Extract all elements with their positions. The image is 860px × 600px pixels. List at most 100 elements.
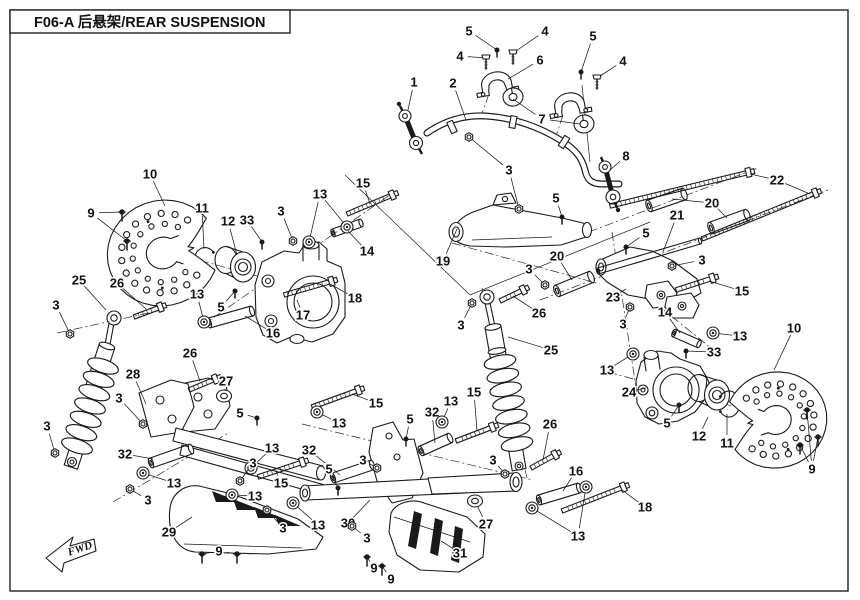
- leader-line: [347, 230, 362, 246]
- callout-label-27: 27: [479, 517, 493, 532]
- callout-label-9: 9: [387, 572, 394, 587]
- nut-glyph: [514, 204, 524, 214]
- leader-line: [407, 89, 413, 111]
- nut-glyph: [467, 298, 477, 308]
- coil-spring: [82, 370, 115, 388]
- leader-line: [636, 387, 647, 391]
- callout-label-13: 13: [313, 187, 327, 202]
- callout-label-3: 3: [505, 163, 512, 178]
- bolt: [700, 191, 815, 242]
- leader-line: [84, 285, 107, 311]
- leader-line: [153, 181, 166, 207]
- nut-glyph: [262, 505, 272, 515]
- callout-label-3: 3: [698, 253, 705, 268]
- leader-line: [708, 280, 735, 290]
- callout-label-14: 14: [360, 244, 375, 259]
- leader-line: [353, 499, 371, 518]
- spacer-tube: [708, 208, 750, 235]
- nut-glyph: [235, 476, 245, 486]
- callout-label-23: 23: [606, 290, 620, 305]
- callout-label-32: 32: [302, 443, 316, 458]
- callout-label-15: 15: [735, 284, 749, 299]
- callout-label-5: 5: [552, 191, 559, 206]
- leader-line: [562, 477, 572, 492]
- callout-label-3: 3: [359, 453, 366, 468]
- leader-line: [510, 177, 520, 210]
- callout-label-7: 7: [538, 112, 545, 127]
- leader-line: [122, 288, 147, 310]
- callout-label-5: 5: [589, 29, 596, 44]
- leader-line: [813, 436, 819, 462]
- skid-plate-left: [168, 485, 324, 555]
- callout-label-17: 17: [296, 308, 310, 323]
- leader-line: [365, 190, 371, 205]
- callout-label-13: 13: [332, 416, 346, 431]
- stabilizer-clamp-right: [549, 92, 593, 119]
- callout-label-15: 15: [274, 476, 288, 491]
- callout-label-18: 18: [638, 500, 652, 515]
- leader-line: [507, 336, 544, 349]
- callout-label-4: 4: [619, 54, 627, 69]
- spacer-tube: [148, 443, 194, 469]
- leader-line: [773, 335, 791, 371]
- stabilizer-link-left: [396, 101, 424, 155]
- callout-label-12: 12: [692, 429, 706, 444]
- stabilizer-bar: [423, 112, 623, 188]
- leader-line: [132, 455, 154, 460]
- callout-label-13: 13: [167, 476, 181, 491]
- spacer-tube: [330, 459, 375, 484]
- spacer-tube: [671, 328, 702, 349]
- leader-line: [308, 201, 319, 243]
- callout-label-5: 5: [406, 412, 413, 427]
- lower-arm-center: [299, 421, 523, 504]
- leader-line: [97, 217, 128, 242]
- callout-label-1: 1: [410, 75, 417, 90]
- callout-label-26: 26: [183, 346, 197, 361]
- leader-line: [560, 262, 573, 281]
- callout-label-33: 33: [240, 213, 254, 228]
- page-title: F06-A 后悬架/REAR SUSPENSION: [34, 14, 266, 31]
- callout-label-6: 6: [536, 53, 543, 68]
- callout-label-9: 9: [87, 206, 94, 221]
- callout-label-13: 13: [733, 329, 747, 344]
- bolt: [345, 193, 392, 217]
- callout-label-3: 3: [619, 317, 626, 332]
- leader-line: [512, 295, 533, 309]
- bolt-glyph: [592, 74, 602, 80]
- leader-line: [229, 228, 238, 256]
- nut-glyph: [288, 236, 298, 246]
- callout-label-2: 2: [449, 76, 456, 91]
- callout-label-31: 31: [453, 546, 467, 561]
- callout-label-5: 5: [217, 300, 224, 315]
- callout-label-3: 3: [43, 419, 50, 434]
- callout-label-15: 15: [467, 385, 481, 400]
- coil-spring: [74, 397, 106, 415]
- bolt: [608, 170, 748, 209]
- callout-label-5: 5: [236, 406, 243, 421]
- callout-label-27: 27: [219, 374, 233, 389]
- coil-spring: [69, 410, 102, 428]
- leader-line: [717, 208, 728, 219]
- callout-label-13: 13: [248, 489, 262, 504]
- nut-glyph: [372, 463, 382, 473]
- bolt: [256, 460, 302, 480]
- callout-label-13: 13: [444, 394, 458, 409]
- leader-line: [124, 403, 144, 425]
- spacer-tube: [418, 432, 453, 457]
- bolt: [310, 388, 358, 410]
- callout-label-25: 25: [544, 343, 558, 358]
- callout-label-8: 8: [622, 149, 629, 164]
- callout-label-3: 3: [144, 493, 151, 508]
- callout-label-3: 3: [277, 204, 284, 219]
- callout-label-13: 13: [600, 363, 614, 378]
- nut-glyph: [347, 521, 357, 531]
- leader-line: [749, 173, 770, 179]
- bolt: [282, 279, 331, 298]
- bolt: [187, 377, 215, 393]
- leader-line: [531, 507, 572, 533]
- bolt: [674, 276, 712, 293]
- leader-line: [329, 283, 349, 295]
- callout-label-5: 5: [663, 416, 670, 431]
- leader-line: [799, 444, 809, 463]
